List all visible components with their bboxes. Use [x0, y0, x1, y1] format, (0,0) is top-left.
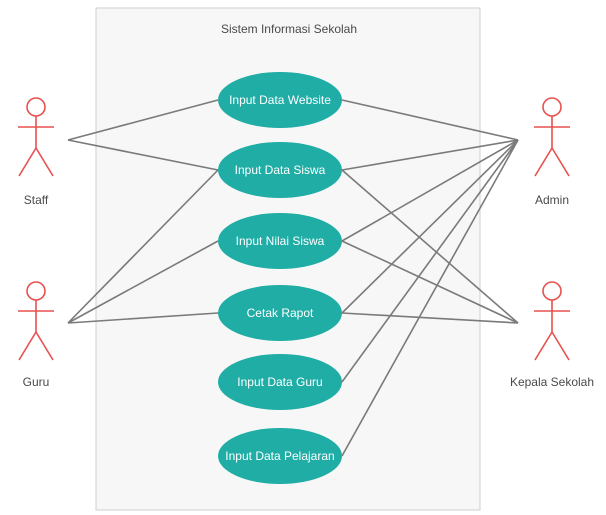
actor-label: Guru	[23, 375, 50, 389]
association-line-kepsek-uc4	[341, 312, 519, 324]
actor-left-leg	[18, 147, 37, 177]
use-case-label: Cetak Rapot	[247, 306, 314, 320]
association-line-staff-uc2	[67, 139, 219, 171]
association-line-admin-uc3	[341, 139, 519, 242]
use-case-label: Input Data Website	[229, 93, 331, 107]
association-line-staff-uc1	[67, 99, 219, 141]
association-line-guru-uc3	[67, 240, 219, 324]
actor-left-leg	[534, 331, 553, 361]
use-case-ellipse	[218, 72, 342, 128]
actor-head	[26, 281, 46, 301]
actor-kepsek[interactable]: Kepala Sekolah	[510, 281, 594, 389]
association-line-admin-uc2	[341, 139, 519, 171]
use-case-label: Input Data Pelajaran	[225, 449, 334, 463]
use-case-label: Input Data Guru	[237, 375, 322, 389]
use-case-label: Input Data Siswa	[235, 163, 326, 177]
actor-right-leg	[35, 147, 54, 177]
use-case-uc5[interactable]: Input Data Guru	[218, 354, 342, 410]
actor-left-leg	[534, 147, 553, 177]
actor-admin[interactable]: Admin	[534, 97, 570, 207]
actor-right-leg	[551, 147, 570, 177]
actor-left-leg	[18, 331, 37, 361]
system-title: Sistem Informasi Sekolah	[221, 22, 357, 36]
use-case-uc6[interactable]: Input Data Pelajaran	[218, 428, 342, 484]
actor-head	[542, 97, 562, 117]
use-case-ellipse	[218, 142, 342, 198]
use-case-ellipse	[218, 428, 342, 484]
actor-label: Staff	[24, 193, 49, 207]
actor-guru[interactable]: Guru	[18, 281, 54, 389]
actor-head	[26, 97, 46, 117]
use-case-uc4[interactable]: Cetak Rapot	[218, 285, 342, 341]
actor-label: Admin	[535, 193, 569, 207]
association-line-guru-uc2	[67, 169, 219, 324]
association-lines	[67, 99, 519, 457]
association-line-kepsek-uc3	[341, 240, 519, 324]
use-case-uc1[interactable]: Input Data Website	[218, 72, 342, 128]
association-line-kepsek-uc2	[341, 169, 519, 324]
use-case-ellipse	[218, 285, 342, 341]
actor-right-leg	[551, 331, 570, 361]
association-line-admin-uc4	[341, 139, 519, 314]
use-case-ellipse	[218, 213, 342, 269]
association-line-guru-uc4	[67, 312, 219, 324]
association-line-admin-uc1	[341, 99, 519, 141]
actor-staff[interactable]: Staff	[18, 97, 54, 207]
actor-head	[542, 281, 562, 301]
use-case-label: Input Nilai Siswa	[236, 234, 325, 248]
use-case-uc3[interactable]: Input Nilai Siswa	[218, 213, 342, 269]
use-case-uc2[interactable]: Input Data Siswa	[218, 142, 342, 198]
association-line-admin-uc5	[341, 139, 519, 383]
actor-label: Kepala Sekolah	[510, 375, 594, 389]
association-line-admin-uc6	[341, 139, 519, 457]
use-case-ellipse	[218, 354, 342, 410]
actor-right-leg	[35, 331, 54, 361]
